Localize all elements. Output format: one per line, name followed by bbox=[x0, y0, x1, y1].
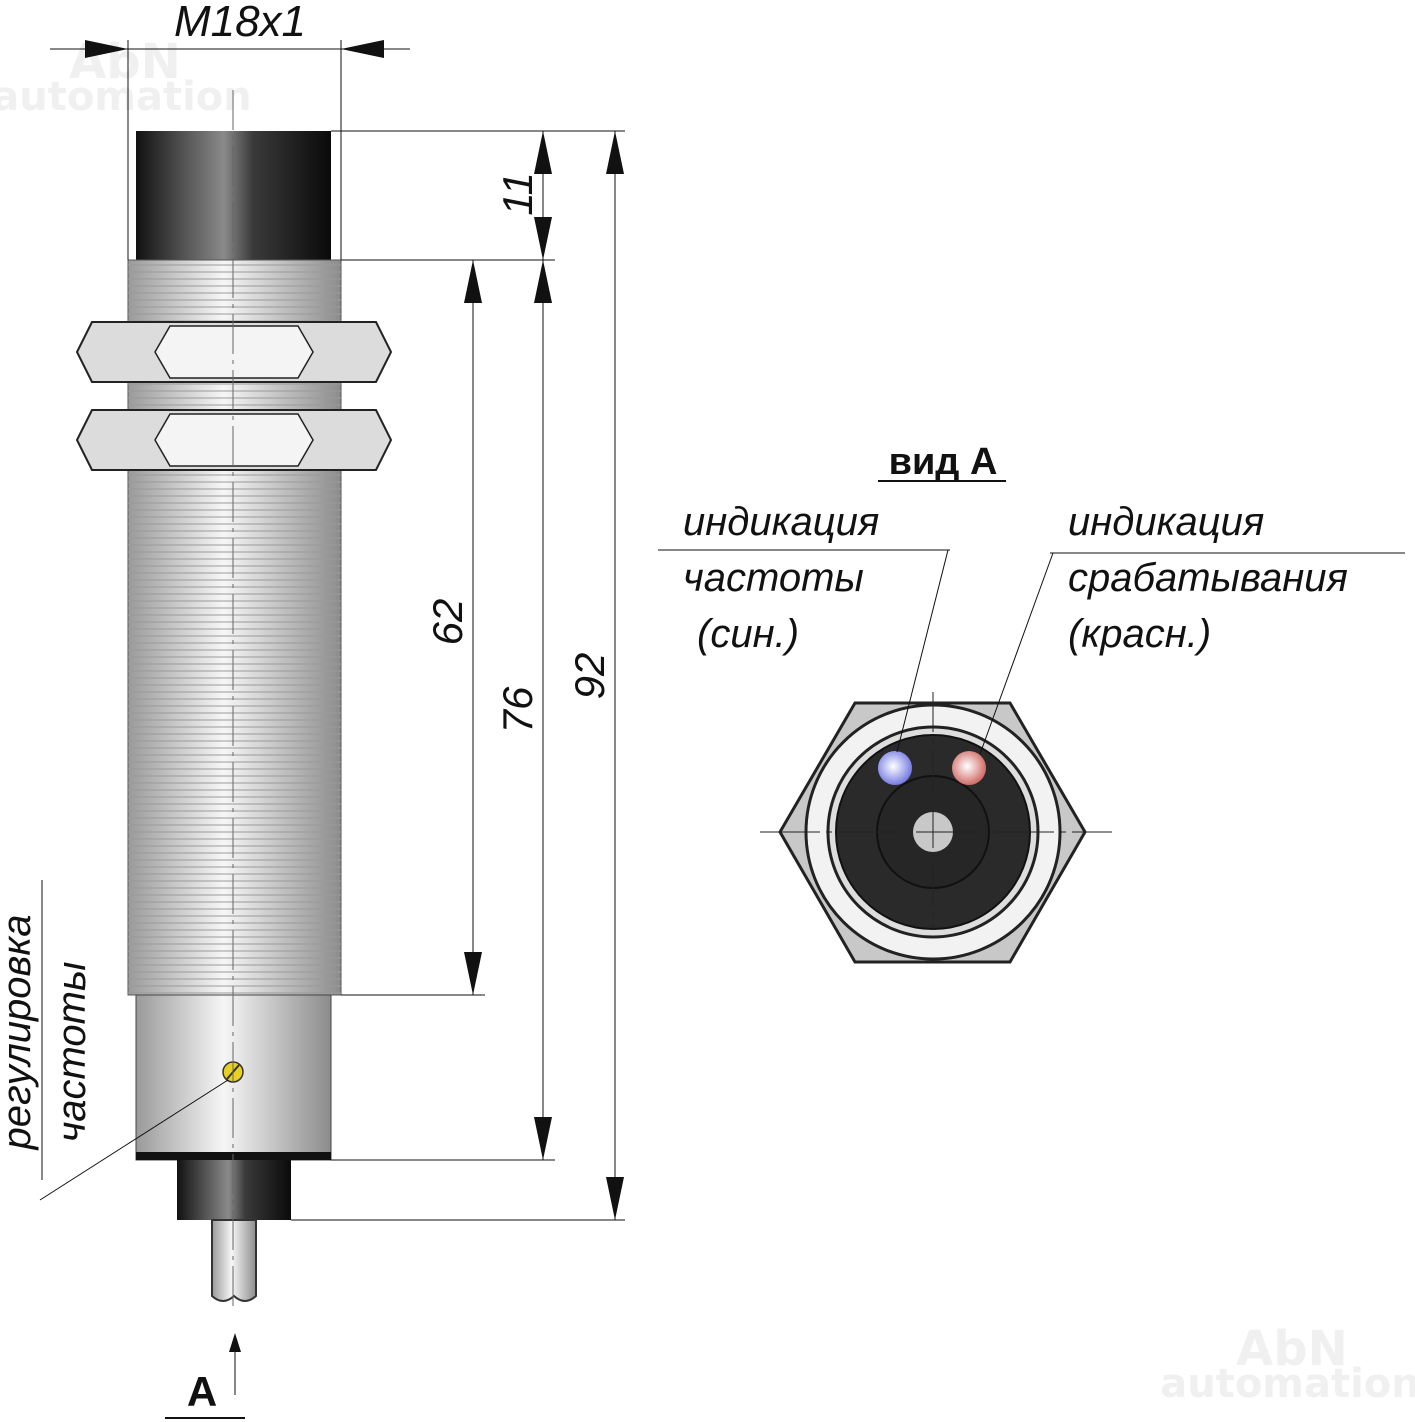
watermark-text: AbN bbox=[1236, 1321, 1348, 1377]
adjust-label-line2: частоты bbox=[50, 962, 94, 1143]
trig-label-line3: (красн.) bbox=[1068, 612, 1211, 656]
leader-lines bbox=[658, 549, 1405, 755]
lock-nut bbox=[75, 321, 393, 383]
thread-dimension: M18x1 bbox=[174, 0, 306, 46]
view-title: вид А bbox=[889, 441, 998, 483]
sensor-front-view bbox=[760, 692, 1112, 964]
freq-label-line3: (син.) bbox=[697, 612, 799, 656]
watermark-top: AbN automation bbox=[0, 34, 252, 120]
watermark-bottom: AbN automation bbox=[1160, 1321, 1415, 1407]
thread-length-dimension: 62 bbox=[424, 599, 471, 646]
body-length-dimension: 76 bbox=[494, 686, 541, 733]
led-red-trigger bbox=[952, 751, 986, 785]
watermark-text: automation bbox=[0, 74, 252, 120]
freq-label-line2: частоты bbox=[683, 556, 864, 600]
dimension-lines bbox=[39, 40, 625, 1419]
trig-label-line2: срабатывания bbox=[1068, 556, 1348, 600]
led-blue-frequency bbox=[878, 751, 912, 785]
freq-label-line1: индикация bbox=[683, 500, 879, 544]
lock-nut bbox=[75, 409, 393, 471]
sensor-side-view bbox=[75, 90, 393, 1310]
cable-gland bbox=[177, 1160, 291, 1220]
adjust-label-line1: регулировка bbox=[0, 914, 39, 1150]
trig-label-line1: индикация bbox=[1068, 500, 1264, 544]
cap-length-dimension: 11 bbox=[494, 172, 541, 216]
watermark-text: automation bbox=[1160, 1361, 1415, 1407]
total-length-dimension: 92 bbox=[566, 653, 613, 700]
cable bbox=[211, 1219, 257, 1302]
view-arrow-label: A bbox=[187, 1368, 217, 1415]
